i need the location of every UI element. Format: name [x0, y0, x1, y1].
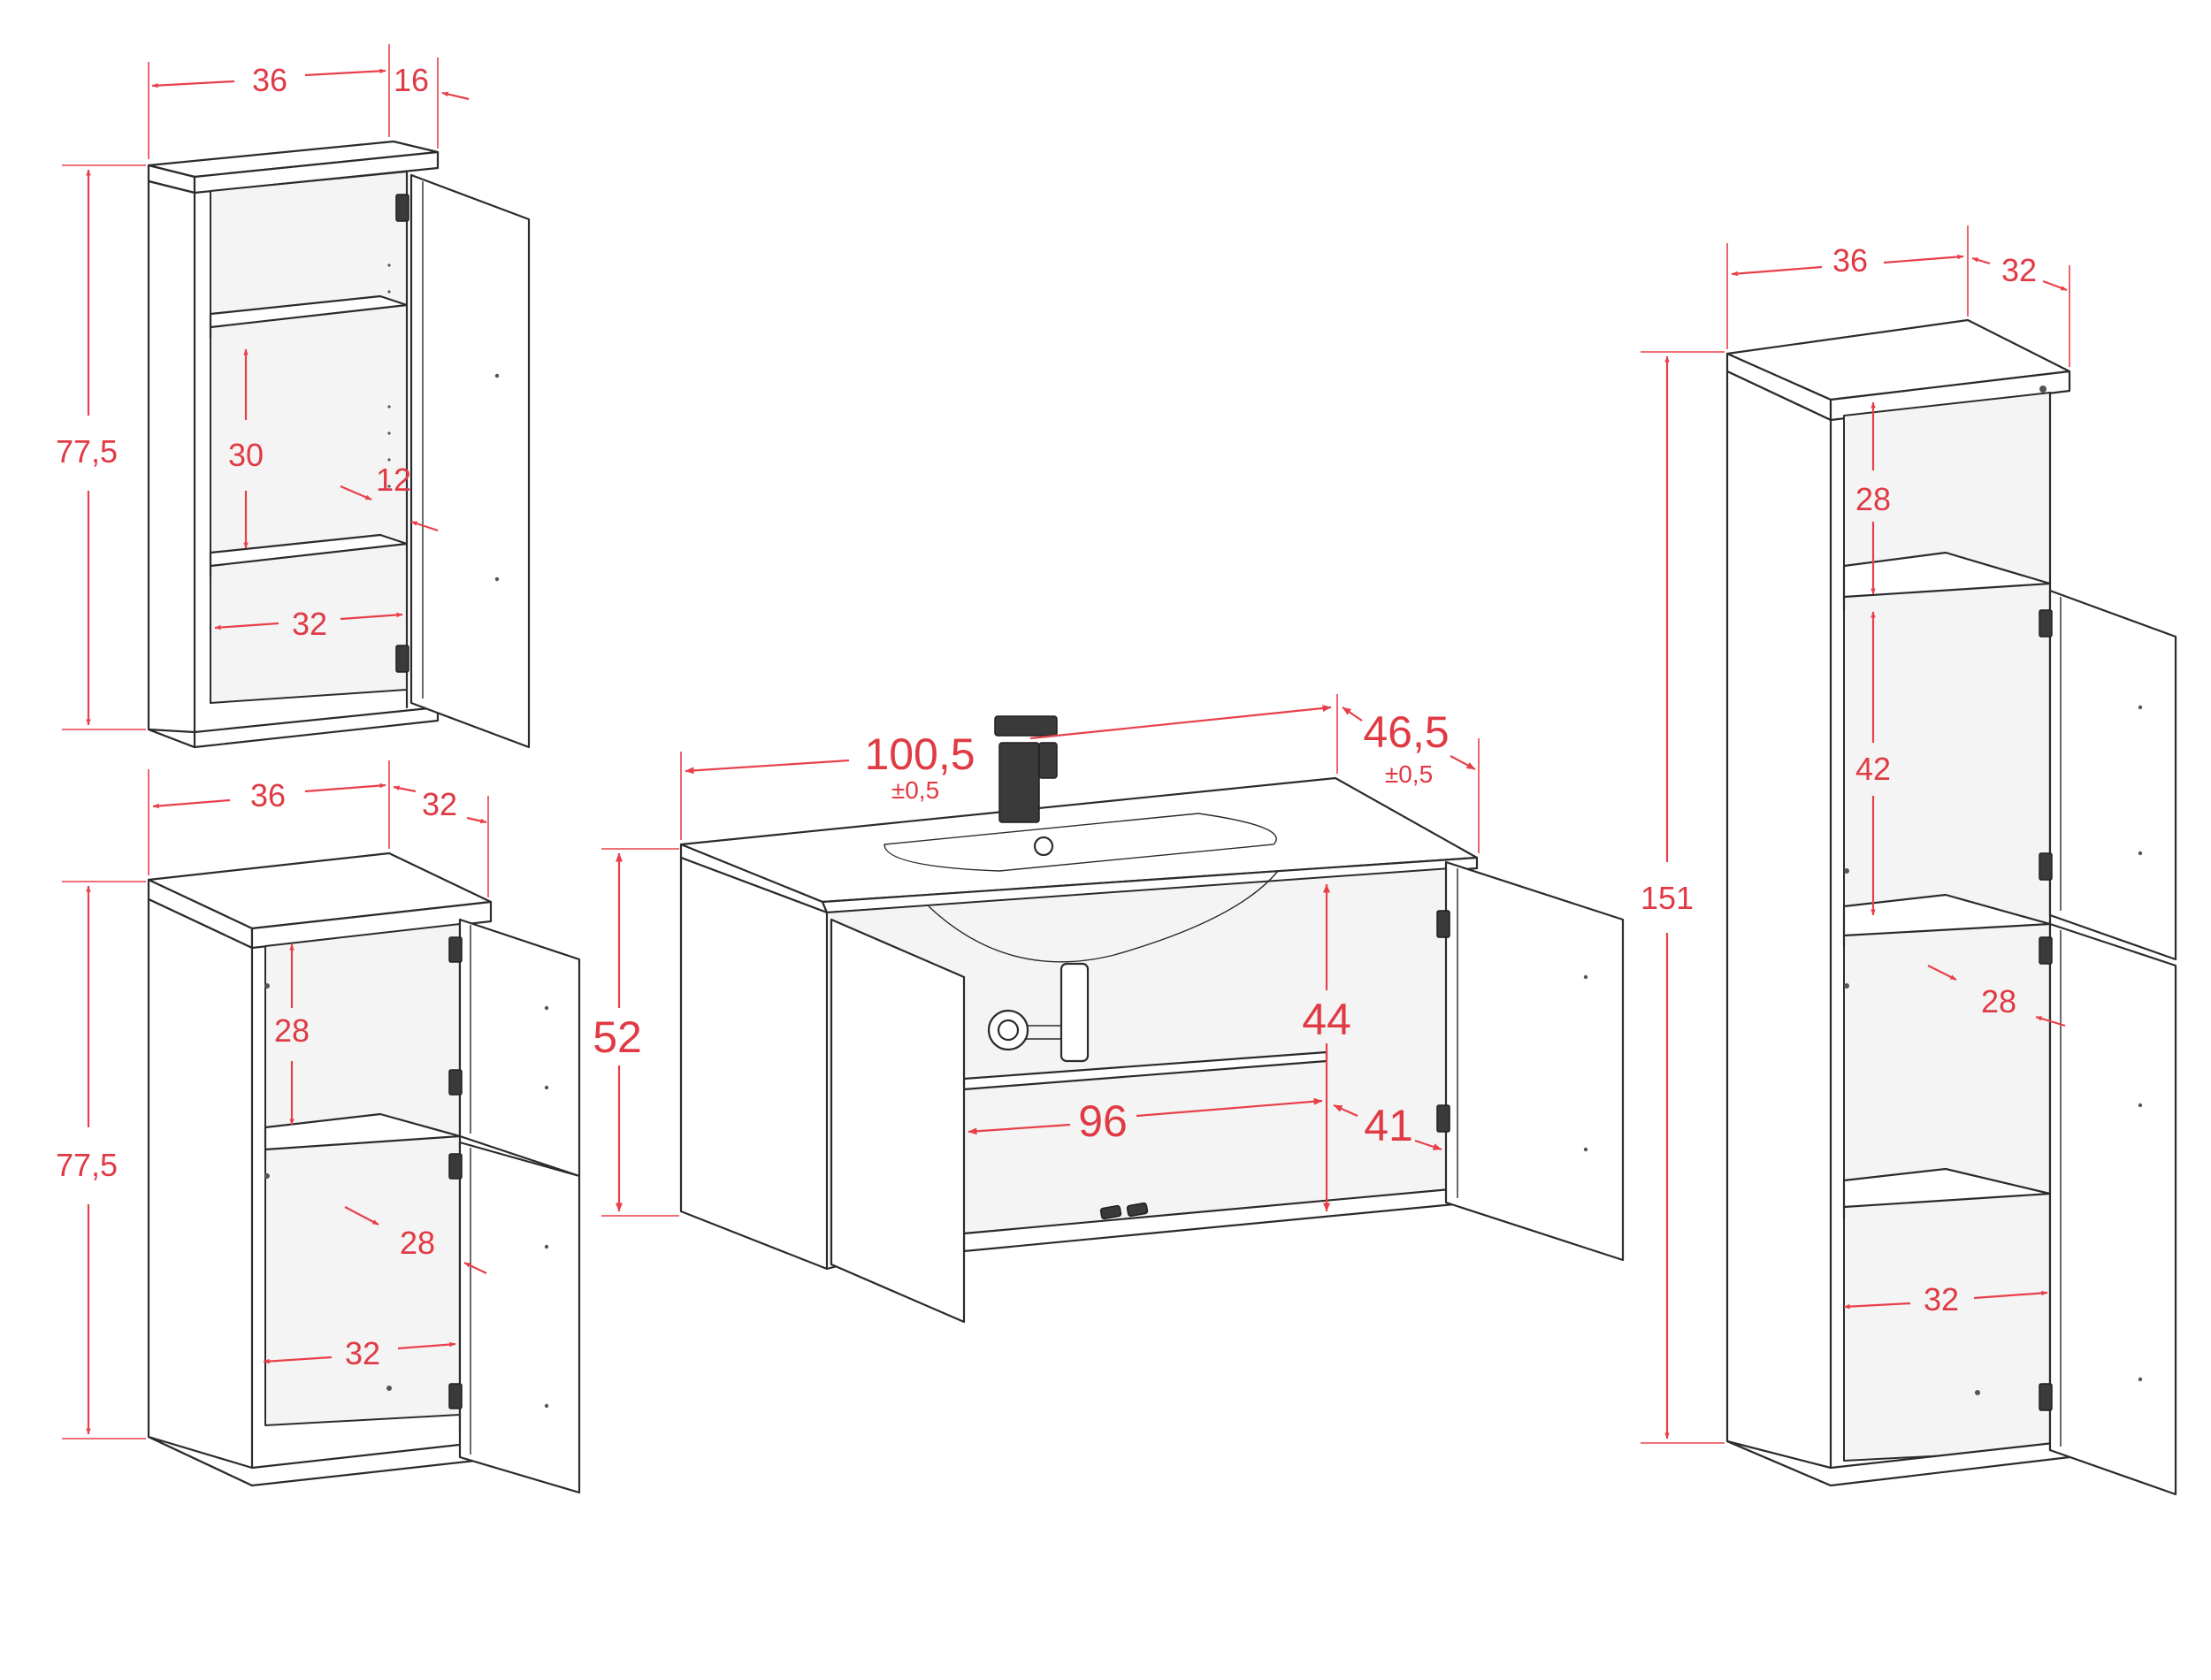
tall-shelf-depth-label: 28 — [1981, 983, 2016, 1019]
tall-inner-width-label: 32 — [1924, 1281, 1959, 1317]
tall-width-label: 36 — [1832, 242, 1868, 279]
vanity-width-tolerance: ±0,5 — [891, 776, 939, 804]
wall-cabinet — [147, 140, 531, 749]
vanity-depth-tolerance: ±0,5 — [1385, 760, 1433, 788]
base-depth-label: 32 — [422, 786, 457, 822]
vanity-depth-label: 46,5 — [1363, 707, 1449, 757]
wall-width-label: 36 — [252, 62, 287, 98]
base-width-label: 36 — [250, 777, 286, 813]
wall-inner-width-label: 32 — [292, 606, 327, 642]
wall-height-label: 77,5 — [56, 433, 118, 470]
vanity-inner-depth-label: 41 — [1364, 1101, 1413, 1150]
vanity-unit-dimensions: 100,5 ±0,5 46,5 ±0,5 52 44 96 41 — [593, 694, 1480, 1217]
wall-shelf-spacing-label: 30 — [228, 437, 264, 473]
base-upper-compartment-label: 28 — [274, 1012, 310, 1049]
wall-cabinet-dimensions: 36 16 77,5 30 12 32 — [56, 44, 470, 730]
vanity-inner-height-label: 44 — [1302, 995, 1351, 1044]
vanity-width-label: 100,5 — [864, 729, 975, 779]
wall-shelf-depth-label: 12 — [376, 462, 411, 498]
vanity-height-label: 52 — [593, 1012, 642, 1062]
tall-middle-compartment-label: 42 — [1855, 751, 1891, 787]
tall-depth-label: 32 — [2001, 252, 2037, 288]
tall-cabinet-dimensions: 36 32 151 28 42 28 32 — [1641, 225, 2070, 1444]
base-height-label: 77,5 — [56, 1147, 118, 1183]
base-cabinet-dimensions: 36 32 77,5 28 28 32 — [56, 760, 489, 1439]
wall-depth-label: 16 — [394, 62, 429, 98]
tall-top-compartment-label: 28 — [1855, 481, 1891, 517]
base-cabinet — [147, 851, 581, 1494]
base-inner-width-label: 32 — [345, 1335, 380, 1371]
vanity-unit — [679, 715, 1625, 1324]
vanity-inner-width-label: 96 — [1078, 1096, 1128, 1146]
tall-height-label: 151 — [1641, 880, 1694, 916]
tall-cabinet — [1725, 318, 2177, 1496]
base-shelf-depth-label: 28 — [400, 1225, 435, 1261]
